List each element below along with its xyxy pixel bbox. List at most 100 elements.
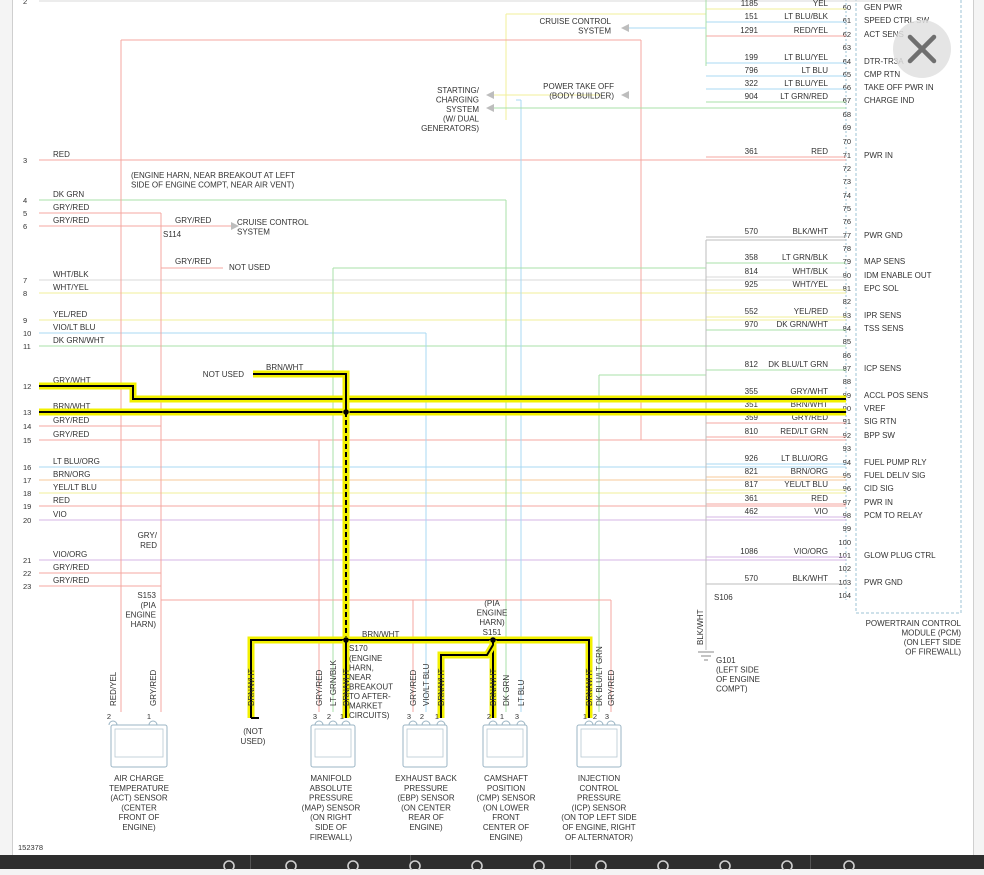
- not-used-label: NOT USED: [203, 370, 244, 379]
- sensor-wire-label: VIO/LT BLU: [422, 663, 431, 706]
- s151-label: S151: [483, 628, 502, 637]
- pcm-wire-label-71: RED: [811, 147, 828, 156]
- sensor-body: [310, 724, 356, 768]
- sensor-name: (ON RIGHT: [310, 813, 352, 822]
- splice-s170-dot: [343, 637, 349, 643]
- pcm-function-101: GLOW PLUG CTRL: [864, 551, 936, 560]
- sensor-name: (CMP) SENSOR: [476, 794, 535, 803]
- s114-wire-label: GRY/RED: [175, 257, 212, 266]
- zoom-icon[interactable]: [222, 857, 236, 872]
- pcm-wire-label-60: YEL: [813, 0, 829, 8]
- splice-s170-top-dot: [343, 409, 349, 415]
- pcm-function-60: GEN PWR: [864, 3, 902, 12]
- pin-number-11: 11: [23, 342, 31, 351]
- pcm-wire-label-83: YEL/RED: [794, 307, 828, 316]
- pcm-pin-96: 96: [843, 484, 851, 493]
- circuit-number-83: 552: [745, 307, 759, 316]
- g101-label: G101: [716, 656, 736, 665]
- pcm-pin-72: 72: [843, 164, 851, 173]
- circuit-number-90: 351: [745, 400, 759, 409]
- search-icon[interactable]: [284, 857, 298, 872]
- pin-number-9: 9: [23, 316, 27, 325]
- pin-number-16: 16: [23, 463, 31, 472]
- sensor-name: (ON TOP LEFT SIDE: [561, 813, 636, 822]
- viewer-toolbar: [0, 855, 984, 872]
- wire-label-17: BRN/ORG: [53, 470, 90, 479]
- sensor-body: [482, 724, 528, 768]
- sensor-name: INJECTION: [578, 774, 620, 783]
- toolbar-separator: [570, 855, 571, 869]
- pen-icon[interactable]: [346, 857, 360, 872]
- wire-label-12: GRY/WHT: [53, 376, 91, 385]
- not-used-wire-label: BRN/WHT: [266, 363, 303, 372]
- sensor-name: AIR CHARGE: [114, 774, 164, 783]
- pcm-wire-label-64: LT BLU/YEL: [784, 53, 828, 62]
- pcm-wire-label-96: YEL/LT BLU: [784, 480, 828, 489]
- pcm-function-91: SIG RTN: [864, 417, 897, 426]
- s170-note: NEAR: [349, 673, 371, 682]
- history-icon[interactable]: [656, 857, 670, 872]
- sensor-wire-label: BRN/WHT: [342, 669, 351, 706]
- s170-note: (ENGINE: [349, 654, 382, 663]
- circuit-number-77: 570: [745, 227, 759, 236]
- wire-label-19: RED: [53, 496, 70, 505]
- pcm-function-96: CID SIG: [864, 484, 894, 493]
- pin-socket-icon: [584, 720, 594, 726]
- charging-system-label: CHARGING: [436, 96, 479, 105]
- pcm-title: MODULE (PCM): [901, 629, 961, 638]
- pcm-wire-label-67: LT GRN/RED: [780, 92, 828, 101]
- sensor-wire-label: GRY/RED: [315, 669, 324, 706]
- page-icon[interactable]: [532, 857, 546, 872]
- sensor-name: (ACT) SENSOR: [110, 794, 168, 803]
- pcm-wire-label-101: VIO/ORG: [794, 547, 828, 556]
- pcm-pin-67: 67: [843, 96, 851, 105]
- sensor-name: OF ALTERNATOR): [565, 833, 633, 842]
- wire-label-11: DK GRN/WHT: [53, 336, 105, 345]
- menu-icon[interactable]: [842, 857, 856, 872]
- pcm-function-71: PWR IN: [864, 151, 893, 160]
- s170-label: S170: [349, 644, 368, 653]
- toolbar-separator: [410, 855, 411, 869]
- pcm-function-103: PWR GND: [864, 578, 903, 587]
- pin-number-19: 19: [23, 502, 31, 511]
- sensor-pin-number: 3: [407, 712, 411, 721]
- sensor-name: (ICP) SENSOR: [572, 803, 627, 812]
- share-icon[interactable]: [718, 857, 732, 872]
- sensor-name: CONTROL: [579, 784, 619, 793]
- sensor-name: ENGINE): [409, 823, 443, 832]
- s170-note: CIRCUITS): [349, 711, 390, 720]
- pcm-pin-68: 68: [843, 110, 851, 119]
- circuit-number-80: 814: [745, 267, 759, 276]
- circuit-number-101: 1086: [740, 547, 758, 556]
- sensor-wire-label: BRN/WHT: [437, 669, 446, 706]
- circuit-number-94: 926: [745, 454, 759, 463]
- splice-s151-dot: [490, 637, 496, 643]
- pin-number-8: 8: [23, 289, 27, 298]
- pin-number-23: 23: [23, 582, 31, 591]
- wire-label-6: GRY/RED: [53, 216, 90, 225]
- g101-label: (LEFT SIDE: [716, 666, 759, 675]
- circuit-number-71: 361: [745, 147, 759, 156]
- undo-icon[interactable]: [408, 857, 422, 872]
- s106-label: S106: [714, 593, 733, 602]
- download-icon[interactable]: [780, 857, 794, 872]
- s153-label: S153: [137, 591, 156, 600]
- close-button[interactable]: [893, 20, 951, 78]
- pcm-pin-95: 95: [843, 471, 851, 480]
- comment-icon[interactable]: [594, 857, 608, 872]
- charging-system-label: (W/ DUAL: [443, 115, 480, 124]
- pcm-function-97: PWR IN: [864, 498, 893, 507]
- pcm-pin-89: 89: [843, 391, 851, 400]
- circuit-number-62: 1291: [740, 26, 758, 35]
- sensor-name: FRONT OF: [119, 813, 160, 822]
- sensor-vref-bus-highlight: [247, 636, 593, 718]
- pcm-pin-70: 70: [843, 137, 851, 146]
- pin-socket-icon: [341, 720, 351, 726]
- pin-socket-icon: [408, 720, 418, 726]
- pcm-function-79: MAP SENS: [864, 257, 905, 266]
- arrow-right-icon: [231, 222, 239, 230]
- pcm-connector-outline: [855, 0, 962, 614]
- redo-icon[interactable]: [470, 857, 484, 872]
